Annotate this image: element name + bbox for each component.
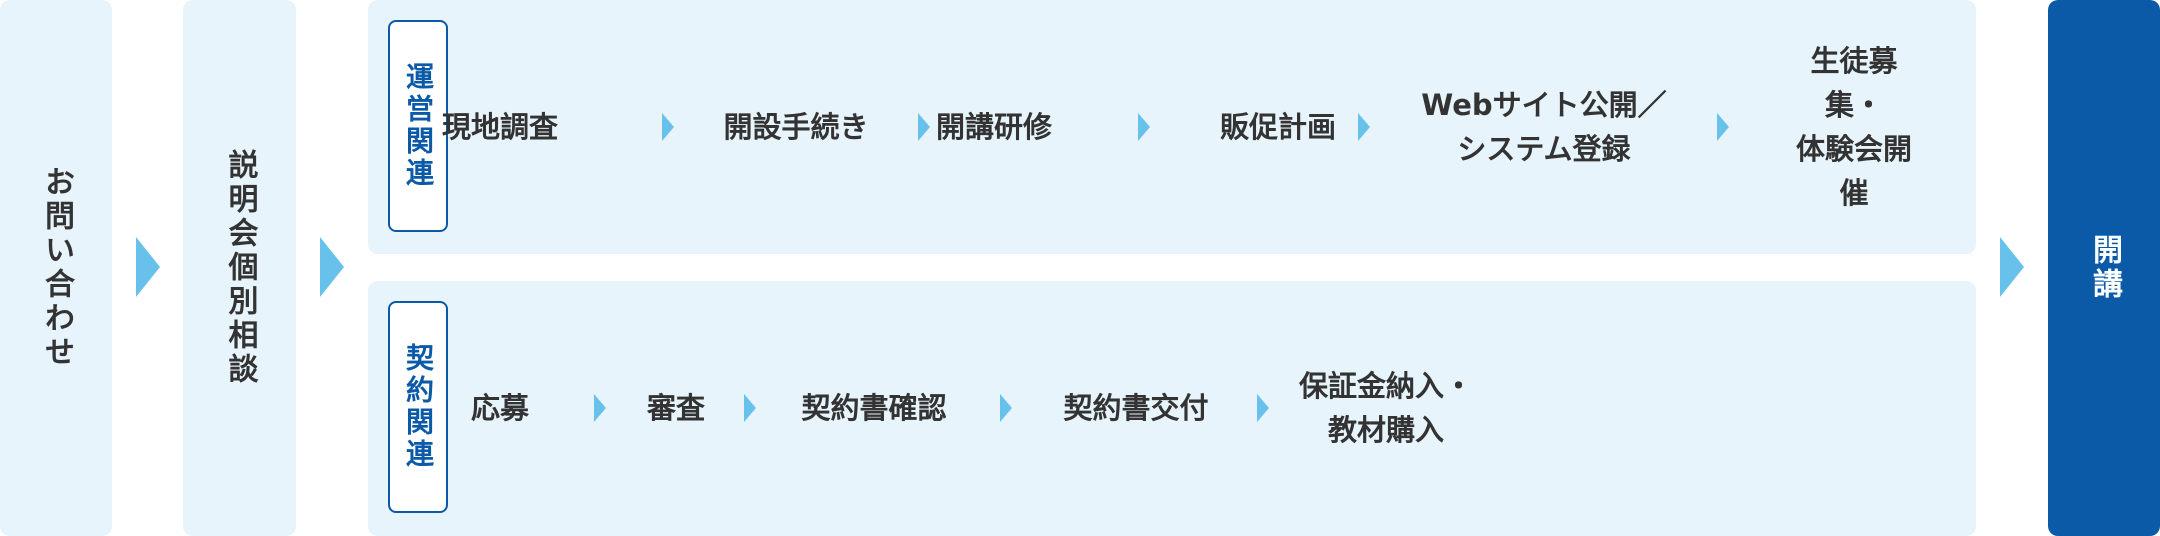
seminar-label: 説明会個別相談 [222, 149, 258, 387]
operations-tag: 運営関連 [388, 20, 448, 232]
operations-step: Webサイト公開／ システム登録 [1421, 88, 1667, 166]
flow-arrow-3 [2000, 237, 2024, 297]
contract-step: 契約書確認 [801, 391, 947, 425]
contract-step: 保証金納入・ 教材購入 [1298, 369, 1474, 447]
seminar-box: 説明会個別相談 [183, 0, 296, 536]
operations-step: 生徒募集・ 体験会開催 [1795, 44, 1912, 210]
operations-step-arrow [662, 113, 674, 141]
operations-panel: 運営関連 現地調査 開設手続き 開講研修 販促計画 Webサイト公開／ システム… [368, 0, 1976, 254]
contract-step-arrow [594, 394, 606, 422]
operations-step-arrow [1138, 113, 1150, 141]
operations-step: 開設手続き [723, 110, 869, 144]
opening-box: 開講 [2048, 0, 2160, 536]
opening-label: 開講 [2087, 234, 2122, 302]
inquiry-box: お問い合わせ [0, 0, 112, 536]
contract-step: 審査 [646, 391, 706, 425]
flow-arrow-1 [136, 237, 160, 297]
operations-step: 開講研修 [935, 110, 1053, 144]
contract-step-arrow [744, 394, 756, 422]
contract-step: 応募 [470, 391, 530, 425]
contract-step: 契約書交付 [1063, 391, 1209, 425]
operations-step: 販促計画 [1219, 110, 1337, 144]
operations-step: 現地調査 [441, 110, 559, 144]
contract-step-arrow [1257, 394, 1269, 422]
inquiry-label: お問い合わせ [39, 166, 74, 370]
operations-step-arrow [1358, 113, 1370, 141]
operations-step-arrow [918, 113, 930, 141]
contract-tag: 契約関連 [388, 301, 448, 513]
contract-tag-label: 契約関連 [402, 343, 435, 471]
contract-panel: 契約関連 応募 審査 契約書確認 契約書交付 保証金納入・ 教材購入 [368, 281, 1976, 536]
flow-arrow-2 [320, 237, 344, 297]
operations-step-arrow [1717, 113, 1729, 141]
contract-step-arrow [1000, 394, 1012, 422]
operations-tag-label: 運営関連 [402, 62, 435, 190]
